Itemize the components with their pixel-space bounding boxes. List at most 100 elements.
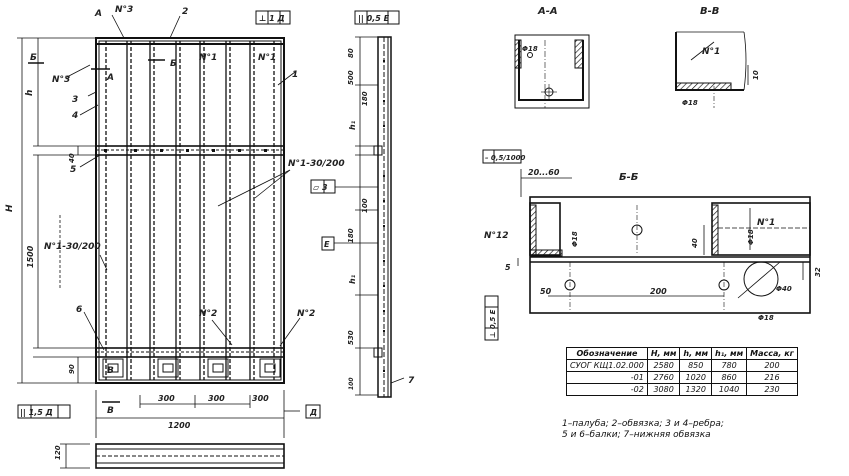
pos-no1-a: N°1 xyxy=(199,53,217,63)
variants-table: Обозначение H, мм h, мм h₁, мм Масса, кг… xyxy=(566,347,798,396)
dim-side-530: 530 xyxy=(347,330,355,345)
part-1: 1 xyxy=(292,70,298,80)
section-title-vv: В-В xyxy=(700,6,719,17)
table-cell: 1040 xyxy=(711,383,748,396)
part-6: 6 xyxy=(76,305,82,315)
table-cell: 2580 xyxy=(646,359,681,372)
table-cell: 1320 xyxy=(679,383,713,396)
weld-note-top: N°1-30/200 xyxy=(288,159,345,169)
section-title-bb: Б-Б xyxy=(619,172,639,183)
table-cell: 3080 xyxy=(646,383,681,396)
legend-line: 5 и 6–балки; 7–нижняя обвязка xyxy=(562,430,711,440)
section-b-b xyxy=(517,169,811,314)
dim-side-100a: 100 xyxy=(361,198,369,213)
dim-bb-50: 50 xyxy=(540,287,552,296)
frame-mid-text: ▱ 3 xyxy=(313,183,328,192)
cut-label-v1: В xyxy=(107,406,114,416)
section-title-aa: A-A xyxy=(537,6,558,17)
side-profile-view xyxy=(355,36,405,398)
frame-top2-text: || 0,5 E xyxy=(358,14,390,23)
dim-bb-5: 5 xyxy=(505,263,511,272)
table-header-row: Обозначение H, мм h, мм h₁, мм Масса, кг xyxy=(566,347,798,360)
dim-bb-200: 200 xyxy=(650,287,667,296)
part-3: 3 xyxy=(72,95,78,105)
dim-side-180b: 180 xyxy=(347,228,355,243)
pos-no2-b: N°2 xyxy=(297,309,315,319)
dim-side-180a: 180 xyxy=(361,91,369,106)
pos-no1-section: N°1 xyxy=(702,47,720,57)
leader-lines xyxy=(64,14,301,351)
pos-no3-left: N°3 xyxy=(52,75,70,85)
table-cell: 2760 xyxy=(646,371,681,384)
cut-label-a2: A xyxy=(106,73,114,83)
cut-label-b2: Б xyxy=(30,53,37,63)
part-5: 5 xyxy=(70,165,76,175)
dim-120: 120 xyxy=(54,445,62,460)
dim-bb-40: 40 xyxy=(691,238,699,248)
cut-label-b1: Б xyxy=(170,59,177,69)
dim-1500: 1500 xyxy=(26,245,35,268)
dim-aa-phi18: Φ18 xyxy=(522,45,538,53)
pos-no3-top: N°3 xyxy=(115,5,133,15)
table-header-cell: Обозначение xyxy=(566,347,648,360)
cut-label-a1: A xyxy=(94,9,102,19)
table-cell: СУОГ КЩ1.02.000 xyxy=(566,359,648,372)
dim-side-h1b: h₁ xyxy=(348,274,357,284)
bottom-strip-view xyxy=(60,443,285,469)
left-dimensions xyxy=(17,37,96,384)
table-cell: 216 xyxy=(746,371,798,384)
dim-vv-10: 10 xyxy=(752,70,760,80)
table-row: СУОГ КЩ1.02.000 2580 850 780 200 xyxy=(566,359,798,372)
dim-side-500: 500 xyxy=(347,70,355,85)
legend-line: 1–палуба; 2–обвязка; 3 и 4–ребра; xyxy=(562,419,724,429)
dim-bb-phi18-c: Φ18 xyxy=(758,314,774,322)
table-header-cell: h, мм xyxy=(679,347,713,360)
dim-bb-32: 32 xyxy=(814,267,822,277)
dim-bb-phi40: Φ40 xyxy=(776,285,792,293)
dim-300-b: 300 xyxy=(208,394,225,403)
frame-sect-text: – 0,5/1000 xyxy=(485,154,526,162)
part-7: 7 xyxy=(408,376,415,386)
table-cell: 860 xyxy=(711,371,748,384)
pos-no2-a: N°2 xyxy=(199,309,217,319)
dim-1200: 1200 xyxy=(168,421,191,430)
parts-legend: 1–палуба; 2–обвязка; 3 и 4–ребра; 5 и 6–… xyxy=(562,419,802,441)
section-a-a xyxy=(514,34,590,109)
table-header-cell: H, мм xyxy=(646,347,681,360)
table-header-cell: h₁, мм xyxy=(711,347,748,360)
dim-side-h1a: h₁ xyxy=(348,120,357,130)
pos-no12: N°12 xyxy=(484,231,509,241)
dim-bb-phi18-b: Φ18 xyxy=(747,229,755,245)
tolerance-frames xyxy=(17,10,522,419)
table-cell: 200 xyxy=(746,359,798,372)
table-cell: 230 xyxy=(746,383,798,396)
frame-top1-text: ⊥ 1 Д xyxy=(259,14,285,23)
dim-20-60: 20...60 xyxy=(528,168,560,177)
weld-note-left: N°1-30/200 xyxy=(44,242,101,252)
table-header-cell: Масса, кг xyxy=(746,347,798,360)
table-cell: -02 xyxy=(566,383,648,396)
table-cell: 780 xyxy=(711,359,748,372)
dim-90: 90 xyxy=(68,364,76,374)
dim-vv-phi18: Φ18 xyxy=(682,99,698,107)
cut-label-v2: В xyxy=(107,366,114,376)
frame-left-text: || 1,5 Д xyxy=(20,408,53,417)
frame-e-text: E xyxy=(324,240,330,249)
pos-no1-b: N°1 xyxy=(258,53,276,63)
dim-side-100b: 100 xyxy=(348,377,355,390)
section-v-v xyxy=(675,31,749,108)
table-cell: -01 xyxy=(566,371,648,384)
pos-no1-right: N°1 xyxy=(757,218,775,228)
frame-right-d-text: Д xyxy=(309,408,317,417)
table-cell: 850 xyxy=(679,359,713,372)
dim-h: h xyxy=(25,90,35,96)
dim-40: 40 xyxy=(68,153,76,163)
frame-vert-text: ⊥ 0,5 E xyxy=(489,309,497,338)
dim-side-80: 80 xyxy=(347,48,355,58)
table-row: -02 3080 1320 1040 230 xyxy=(566,383,798,396)
panel-front-view xyxy=(28,37,285,403)
table-row: -01 2760 1020 860 216 xyxy=(566,371,798,384)
dim-bb-phi18-a: Φ18 xyxy=(571,231,579,247)
dim-300-c: 300 xyxy=(252,394,269,403)
